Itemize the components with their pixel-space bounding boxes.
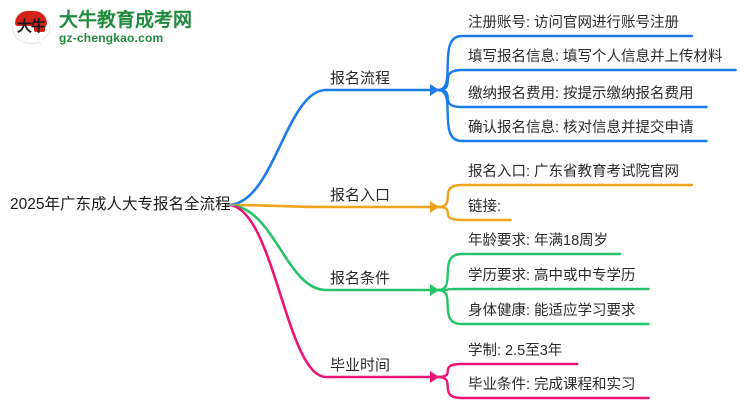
connector-arrowhead	[430, 201, 439, 213]
leaf-label-1-4[interactable]: 确认报名信息: 核对信息并提交申请	[468, 120, 694, 136]
connector-path	[226, 203, 440, 209]
connector-path	[436, 34, 694, 92]
connector-arrowhead	[430, 84, 439, 96]
logo-title: 大牛教育成考网	[59, 10, 193, 31]
connector-arrowhead	[430, 284, 439, 296]
branch-label-2[interactable]: 报名入口	[330, 187, 391, 204]
connector-path	[436, 375, 650, 400]
site-logo: 大牛 大牛教育成考网 gz-chengkao.com	[12, 8, 192, 48]
leaf-label-1-3[interactable]: 缴纳报名费用: 按提示缴纳报名费用	[468, 86, 694, 102]
leaf-label-4-2[interactable]: 毕业条件: 完成课程和实习	[468, 377, 636, 393]
root-label[interactable]: 2025年广东成人大专报名全流程	[10, 196, 231, 213]
connector-arrowhead	[430, 371, 439, 383]
leaf-label-2-2[interactable]: 链接:	[468, 199, 502, 215]
speech-bubble-tail	[36, 36, 44, 45]
leaf-label-3-3[interactable]: 身体健康: 能适应学习要求	[468, 303, 636, 319]
branch-label-4[interactable]: 毕业时间	[330, 357, 391, 374]
leaf-label-1-1[interactable]: 注册账号: 访问官网进行账号注册	[468, 15, 680, 31]
leaf-label-2-1[interactable]: 报名入口: 广东省教育考试院官网	[468, 164, 680, 180]
leaf-label-4-1[interactable]: 学制: 2.5至3年	[468, 343, 563, 359]
connector-path	[436, 88, 708, 143]
logo-mark-text: 大牛	[16, 18, 46, 35]
connector-path	[226, 203, 440, 379]
connector-path	[436, 362, 579, 379]
branch-label-1[interactable]: 报名流程	[330, 70, 391, 87]
branch-label-3[interactable]: 报名条件	[330, 270, 391, 287]
connector-path	[436, 252, 622, 292]
leaf-label-3-2[interactable]: 学历要求: 高中或中专学历	[468, 268, 636, 284]
connector-path	[436, 288, 650, 326]
logo-bull-icon: 大牛	[12, 8, 52, 48]
leaf-label-1-2[interactable]: 填写报名信息: 填写个人信息并上传材料	[468, 49, 723, 65]
connector-path	[436, 287, 650, 292]
logo-url: gz-chengkao.com	[59, 31, 164, 45]
logo-red-flag	[34, 17, 45, 32]
leaf-label-3-1[interactable]: 年龄要求: 年满18周岁	[468, 233, 609, 249]
logo-text-block: 大牛教育成考网 gz-chengkao.com	[59, 10, 192, 46]
connector-path	[436, 205, 512, 222]
connector-path	[226, 203, 440, 292]
connector-path	[226, 88, 440, 207]
connector-path	[436, 68, 737, 92]
